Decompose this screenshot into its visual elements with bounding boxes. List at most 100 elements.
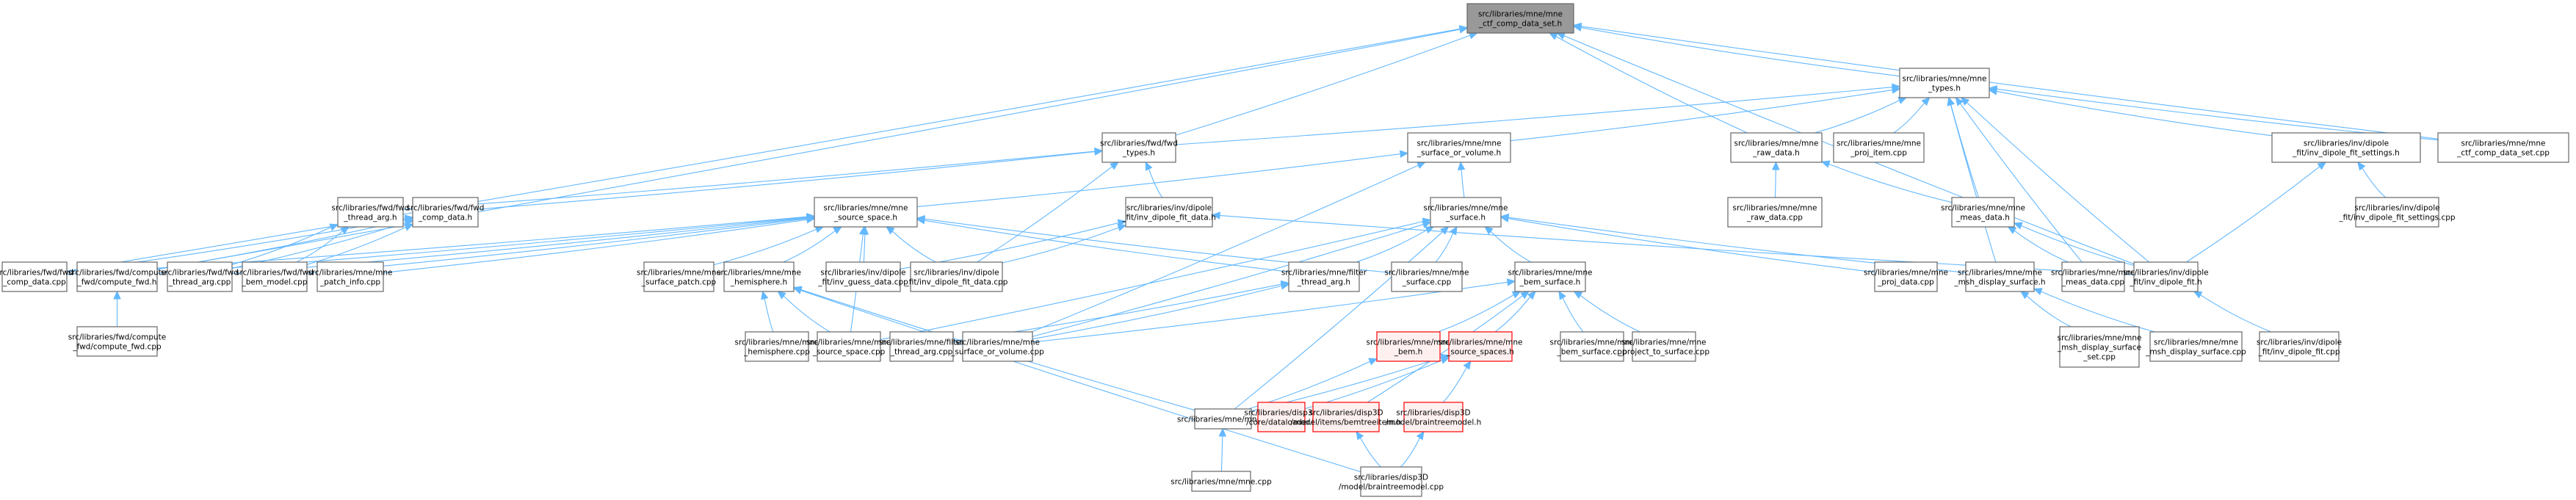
- node-box[interactable]: [1288, 261, 1360, 292]
- graph-node-mne-types-h[interactable]: src/libraries/mne/mne_types.h: [1899, 68, 1990, 98]
- node-box[interactable]: [817, 331, 881, 362]
- node-box[interactable]: [1965, 261, 2035, 292]
- node-box[interactable]: [723, 261, 795, 292]
- graph-node-compute-fwd-h[interactable]: src/libraries/fwd/compute_fwd/compute_fw…: [68, 261, 166, 292]
- node-box[interactable]: [1951, 197, 2015, 228]
- graph-node-filter-thread-arg-cpp[interactable]: src/libraries/mne/filter_thread_arg.cpp: [879, 331, 965, 362]
- graph-node-braintreemodel-cpp[interactable]: src/libraries/disp3D/model/braintreemode…: [1339, 466, 1444, 497]
- graph-node-source-spaces-h[interactable]: src/libraries/mne/mne_source_spaces.h: [1438, 331, 1523, 362]
- node-box[interactable]: [1403, 402, 1464, 432]
- node-box[interactable]: [962, 331, 1033, 362]
- graph-node-mne-cpp[interactable]: src/libraries/mne/mne.cpp: [1171, 471, 1272, 492]
- graph-node-bem-surface-cpp[interactable]: src/libraries/mne/mne_bem_surface.cpp: [1549, 331, 1635, 362]
- graph-node-meas-data-h[interactable]: src/libraries/mne/mne_meas_data.h: [1941, 197, 2025, 228]
- graph-node-filter-thread-arg-h[interactable]: src/libraries/mne/filter_thread_arg.h: [1281, 261, 1367, 292]
- graph-node-project-to-surface-cpp[interactable]: src/libraries/mne/mne_project_to_surface…: [1618, 331, 1710, 362]
- node-box[interactable]: [1407, 132, 1511, 163]
- node-box[interactable]: [825, 261, 901, 292]
- graph-node-ctf-comp-data-set-cpp[interactable]: src/libraries/mne/mne_ctf_comp_data_set.…: [2437, 132, 2569, 163]
- node-box[interactable]: [1191, 471, 1251, 492]
- node-box[interactable]: [1376, 331, 1441, 362]
- node-box[interactable]: [2149, 331, 2243, 362]
- graph-node-surface-or-volume-h[interactable]: src/libraries/mne/mne_surface_or_volume.…: [1407, 132, 1511, 163]
- node-box[interactable]: [76, 261, 158, 292]
- graph-node-msh-display-surface-set-cpp[interactable]: src/libraries/mne/mne_msh_display_surfac…: [2057, 326, 2142, 368]
- node-box[interactable]: [1833, 132, 1925, 163]
- graph-node-compute-fwd-cpp[interactable]: src/libraries/fwd/compute_fwd/compute_fw…: [68, 326, 166, 357]
- node-box[interactable]: [412, 197, 479, 228]
- graph-node-fwd-thread-arg-h[interactable]: src/libraries/fwd/fwd_thread_arg.h: [332, 197, 410, 228]
- node-box[interactable]: [1, 261, 68, 292]
- graph-node-proj-item-cpp[interactable]: src/libraries/mne/mne_proj_item.cpp: [1833, 132, 1925, 163]
- graph-node-inv-dipole-fit-data-cpp[interactable]: src/libraries/inv/dipole_fit/inv_dipole_…: [905, 261, 1008, 292]
- graph-node-surface-h[interactable]: src/libraries/mne/mne_surface.h: [1423, 197, 1508, 228]
- graph-node-inv-dipole-fit-settings-cpp[interactable]: src/libraries/inv/dipole_fit/inv_dipole_…: [2338, 197, 2456, 228]
- graph-node-braintreemodel-h[interactable]: src/libraries/disp3D/model/braintreemode…: [1386, 402, 1482, 432]
- node-box[interactable]: [1730, 132, 1823, 163]
- node-box[interactable]: [1391, 261, 1463, 292]
- graph-node-inv-dipole-fit-h[interactable]: src/libraries/inv/dipole_fit/inv_dipole_…: [2123, 261, 2209, 292]
- node-box[interactable]: [316, 261, 384, 292]
- node-box[interactable]: [910, 261, 1003, 292]
- graph-node-meas-data-cpp[interactable]: src/libraries/mne/mne_meas_data.cpp: [2051, 261, 2135, 292]
- graph-node-raw-data-h[interactable]: src/libraries/mne/mne_raw_data.h: [1730, 132, 1823, 163]
- graph-node-raw-data-cpp[interactable]: src/libraries/mne/mne_raw_data.cpp: [1727, 197, 1823, 228]
- graph-node-bemtreeitem-h[interactable]: src/libraries/disp3D/model/items/bemtree…: [1291, 402, 1402, 432]
- node-box[interactable]: [1466, 3, 1574, 34]
- node-box[interactable]: [1194, 408, 1252, 430]
- node-box[interactable]: [1727, 197, 1823, 228]
- node-box[interactable]: [337, 197, 404, 228]
- node-box[interactable]: [1560, 331, 1624, 362]
- node-box[interactable]: [1360, 466, 1422, 497]
- node-box[interactable]: [2355, 197, 2439, 228]
- node-box[interactable]: [889, 331, 954, 362]
- node-box[interactable]: [1101, 132, 1176, 163]
- graph-node-hemisphere-cpp[interactable]: src/libraries/mne/mne_hemisphere.cpp: [734, 331, 820, 362]
- node-box[interactable]: [1514, 261, 1586, 292]
- graph-node-root[interactable]: src/libraries/mne/mne_ctf_comp_data_set.…: [1466, 3, 1574, 34]
- graph-node-surface-cpp[interactable]: src/libraries/mne/mne_surface.cpp: [1384, 261, 1469, 292]
- node-box[interactable]: [1874, 261, 1938, 292]
- graph-node-surface-or-volume-cpp[interactable]: src/libraries/mne/mne_surface_or_volume.…: [950, 331, 1044, 362]
- node-box[interactable]: [643, 261, 714, 292]
- graph-node-hemisphere-h[interactable]: src/libraries/mne/mne_hemisphere.h: [717, 261, 801, 292]
- graph-node-fwd-types-h[interactable]: src/libraries/fwd/fwd_types.h: [1100, 132, 1178, 163]
- node-box[interactable]: [814, 197, 918, 228]
- graph-node-inv-dipole-fit-settings-h[interactable]: src/libraries/inv/dipole_fit/inv_dipole_…: [2271, 132, 2421, 163]
- graph-node-bem-surface-h[interactable]: src/libraries/mne/mne_bem_surface.h: [1508, 261, 1593, 292]
- node-box[interactable]: [2133, 261, 2199, 292]
- graph-node-proj-data-cpp[interactable]: src/libraries/mne/mne_proj_data.cpp: [1864, 261, 1948, 292]
- graph-node-fwd-bem-model-cpp[interactable]: src/libraries/fwd/fwd_bem_model.cpp: [236, 261, 314, 292]
- node-box[interactable]: [745, 331, 809, 362]
- graph-node-source-space-cpp[interactable]: src/libraries/mne/mne_source_space.cpp: [806, 331, 891, 362]
- graph-node-patch-info-cpp[interactable]: src/libraries/mne/mne_patch_info.cpp: [308, 261, 393, 292]
- graph-node-surface-patch-cpp[interactable]: src/libraries/mne/mne_surface_patch.cpp: [637, 261, 721, 292]
- node-box[interactable]: [2061, 261, 2125, 292]
- node-box[interactable]: [2271, 132, 2421, 163]
- graph-node-fwd-comp-data-h[interactable]: src/libraries/fwd/fwd_comp_data.h: [407, 197, 485, 228]
- graph-node-fwd-thread-arg-cpp[interactable]: src/libraries/fwd/fwd_thread_arg.cpp: [161, 261, 239, 292]
- node-box[interactable]: [1312, 402, 1380, 432]
- node-box[interactable]: [2259, 331, 2340, 362]
- node-box[interactable]: [2059, 326, 2140, 368]
- graph-node-dataloader-h[interactable]: src/libraries/disp3D/core/dataloader.h: [1244, 402, 1319, 432]
- graph-node-inv-dipole-fit-data-h[interactable]: src/libraries/inv/dipole_fit/inv_dipole_…: [1121, 197, 1216, 228]
- node-box[interactable]: [1632, 331, 1696, 362]
- graph-node-mne-h[interactable]: src/libraries/mne/mne.h: [1177, 408, 1269, 430]
- node-box[interactable]: [1125, 197, 1213, 228]
- graph-node-inv-dipole-fit-cpp[interactable]: src/libraries/inv/dipole_fit/inv_dipole_…: [2257, 331, 2342, 362]
- graph-node-source-space-h[interactable]: src/libraries/mne/mne_source_space.h: [814, 197, 918, 228]
- graph-node-inv-guess-data-cpp[interactable]: src/libraries/inv/dipole_fit/inv_guess_d…: [817, 261, 908, 292]
- graph-node-bem-h[interactable]: src/libraries/mne/mne_bem.h: [1366, 331, 1451, 362]
- node-box[interactable]: [1448, 331, 1513, 362]
- graph-node-fwd-comp-data-cpp[interactable]: src/libraries/fwd/fwd_comp_data.cpp: [0, 261, 73, 292]
- node-box[interactable]: [1257, 402, 1306, 432]
- graph-node-msh-display-surface-cpp[interactable]: src/libraries/mne/mne_msh_display_surfac…: [2145, 331, 2246, 362]
- node-box[interactable]: [242, 261, 308, 292]
- node-box[interactable]: [1430, 197, 1502, 228]
- node-box[interactable]: [76, 326, 158, 357]
- node-box[interactable]: [167, 261, 233, 292]
- graph-node-msh-display-surface-h[interactable]: src/libraries/mne/mne_msh_display_surfac…: [1953, 261, 2046, 292]
- node-box[interactable]: [1899, 68, 1990, 98]
- node-box[interactable]: [2437, 132, 2569, 163]
